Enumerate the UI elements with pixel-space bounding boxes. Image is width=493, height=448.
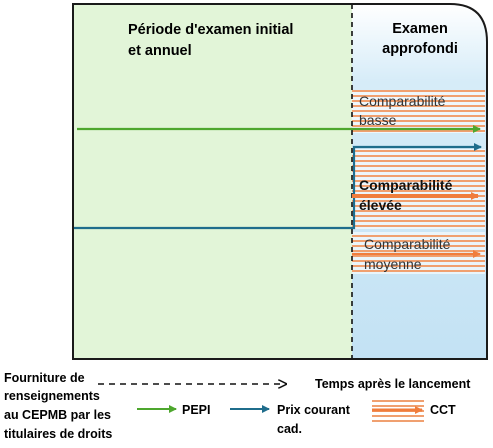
initial-zone-title-line2: et annuel: [128, 43, 192, 59]
legend-cct-label: CCT: [430, 403, 456, 417]
band-low-comparability: [352, 90, 485, 133]
legend-pepi-label: PEPI: [182, 403, 211, 417]
detailed-zone-title-line2: approfondi: [382, 41, 458, 57]
legend-filing-line4: titulaires de droits: [4, 427, 112, 441]
diagram-frame: [72, 3, 488, 360]
legend-filing-line2: renseignements: [4, 389, 100, 403]
initial-review-zone: [73, 4, 352, 359]
legend-time-label: Temps après le lancement: [315, 377, 471, 391]
low-band-label-line2: basse: [359, 112, 397, 128]
legend: Fourniture de renseignements au CEPMB pa…: [4, 371, 471, 441]
detailed-zone-title-line1: Examen: [392, 21, 448, 37]
high-band-label-line1: Comparabilité: [359, 177, 453, 193]
medium-band-label-line2: moyenne: [364, 256, 422, 272]
low-band-label-line1: Comparabilité: [359, 93, 446, 109]
band-high-comparability: [352, 149, 485, 229]
medium-band-label-line1: Comparabilité: [364, 236, 451, 252]
price-arrow: [74, 143, 482, 230]
legend-price-label-line1: Prix courant: [277, 403, 351, 417]
legend-cct-swatch: [372, 397, 424, 423]
legend-filing-line1: Fourniture de: [4, 371, 85, 385]
legend-price-label-line2: cad.: [277, 422, 302, 436]
legend-filing-line3: au CEPMB par les: [4, 408, 111, 422]
initial-zone-title-line1: Période d'examen initial: [128, 22, 293, 38]
high-band-label-line2: élevée: [359, 197, 402, 213]
